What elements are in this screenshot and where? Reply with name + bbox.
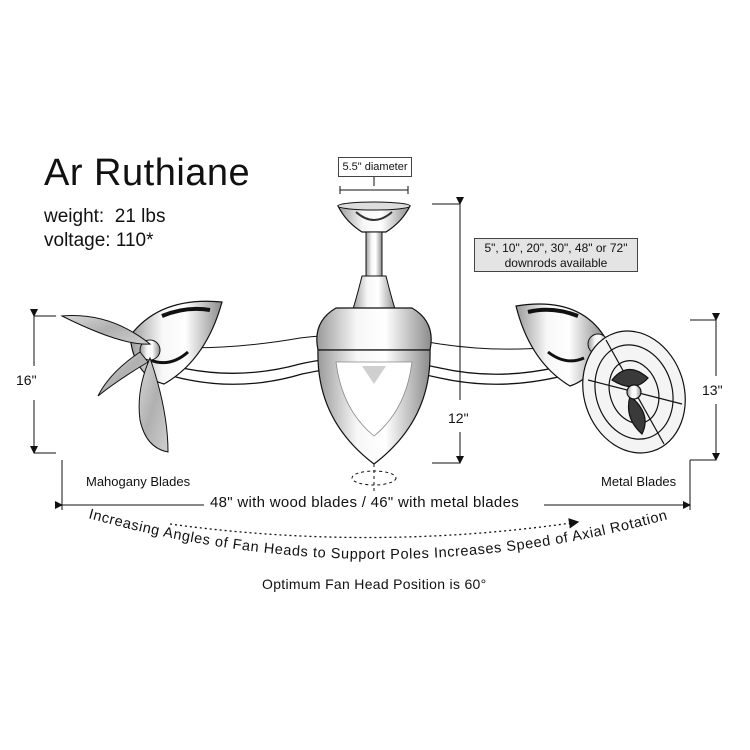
rotation-note: Increasing Angles of Fan Heads to Suppor…	[87, 506, 669, 563]
rotation-arc	[169, 518, 580, 539]
right-height-label: 13"	[700, 382, 725, 398]
center-height-label: 12"	[446, 410, 471, 426]
mahogany-blades-label: Mahogany Blades	[86, 474, 191, 489]
canopy-diameter-callout: 5.5" diameter	[338, 157, 412, 177]
metal-blade-cage	[582, 330, 686, 454]
left-height-label: 16"	[14, 372, 39, 388]
mahogany-blades	[60, 315, 169, 453]
left-fan-head	[129, 300, 223, 385]
optimum-position-note: Optimum Fan Head Position is 60°	[262, 576, 487, 592]
dim-left-16	[30, 309, 56, 454]
center-body	[316, 307, 432, 465]
downrods-callout: 5", 10", 20", 30", 48" or 72" downrods a…	[474, 238, 638, 272]
downrod	[351, 231, 397, 313]
weight-spec: weight: 21 lbs	[44, 206, 166, 227]
product-title: Ar Ruthiane	[44, 152, 251, 194]
width-dimension-label: 48" with wood blades / 46" with metal bl…	[206, 494, 524, 511]
downrods-sizes: 5", 10", 20", 30", 48" or 72"	[484, 241, 628, 255]
dim-right-13	[690, 313, 720, 461]
dim-width	[55, 460, 691, 510]
rotation-indicator	[351, 464, 397, 494]
canopy	[337, 201, 411, 233]
metal-blades-label: Metal Blades	[601, 474, 677, 489]
diameter-leader	[339, 175, 409, 194]
dim-center-12	[432, 197, 464, 464]
voltage-spec: voltage: 110*	[44, 230, 154, 251]
downrods-available: downrods available	[504, 256, 608, 270]
